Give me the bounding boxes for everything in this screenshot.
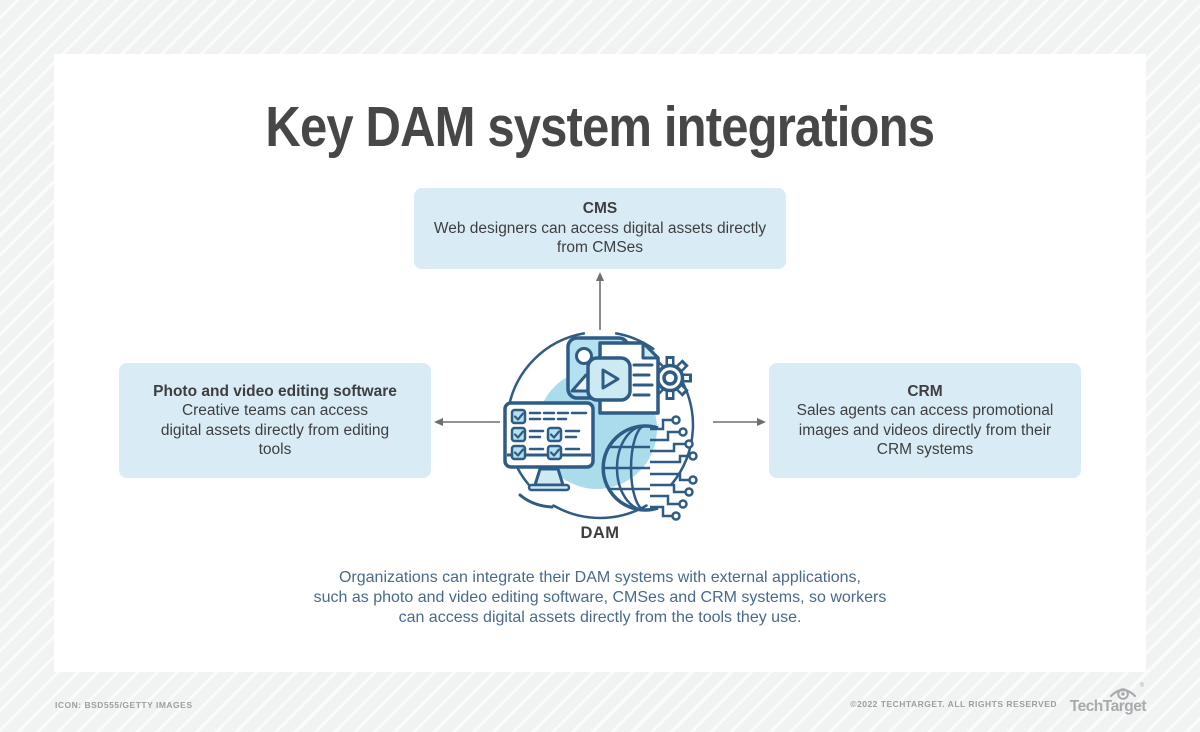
list-dashes	[528, 411, 588, 457]
document-text-lines	[632, 363, 654, 397]
techtarget-wordmark: TechTarget	[1069, 698, 1147, 715]
editing-software-box-title: Photo and video editing software	[153, 382, 397, 400]
arrow-up-icon	[596, 272, 604, 330]
dam-center-label: DAM	[580, 524, 620, 542]
registered-mark: ®	[1139, 683, 1144, 689]
check-marks	[513, 412, 561, 457]
techtarget-eye-icon	[1109, 688, 1137, 700]
monitor-checklist-icon	[503, 401, 595, 509]
crm-box-title: CRM	[907, 382, 943, 400]
icon-credit-text: ICON: BSD555/GETTY IMAGES	[55, 700, 193, 710]
editing-software-box: Photo and video editing software Creativ…	[119, 363, 431, 478]
summary-caption: Organizations can integrate their DAM sy…	[313, 569, 887, 626]
arrow-right-icon	[713, 418, 766, 426]
cms-box-body: Web designers can access digital assets …	[433, 219, 767, 257]
globe-circuit-icon	[601, 415, 698, 521]
editing-software-box-body: Creative teams can access digital assets…	[160, 402, 390, 458]
crm-box-body: Sales agents can access promotional imag…	[796, 402, 1054, 458]
crm-box: CRM Sales agents can access promotional …	[769, 363, 1081, 478]
techtarget-logo: ® TechTarget	[1066, 683, 1147, 716]
arrow-left-icon	[434, 418, 500, 426]
cms-box: CMS Web designers can access digital ass…	[414, 188, 786, 269]
page-title: Key DAM system integrations	[265, 95, 936, 159]
infographic-card: Key DAM system integrations CMS Web desi…	[54, 54, 1146, 672]
circuit-traces	[650, 415, 698, 521]
video-play-icon	[586, 356, 632, 402]
footer-right-group: ©2022 TECHTARGET. ALL RIGHTS RESERVED ® …	[850, 683, 1147, 716]
checkboxes	[510, 408, 563, 461]
copyright-text: ©2022 TECHTARGET. ALL RIGHTS RESERVED	[850, 699, 1057, 709]
cms-box-title: CMS	[582, 200, 618, 218]
title-area: Key DAM system integrations	[54, 94, 1146, 160]
dam-collage-icon	[503, 332, 698, 521]
